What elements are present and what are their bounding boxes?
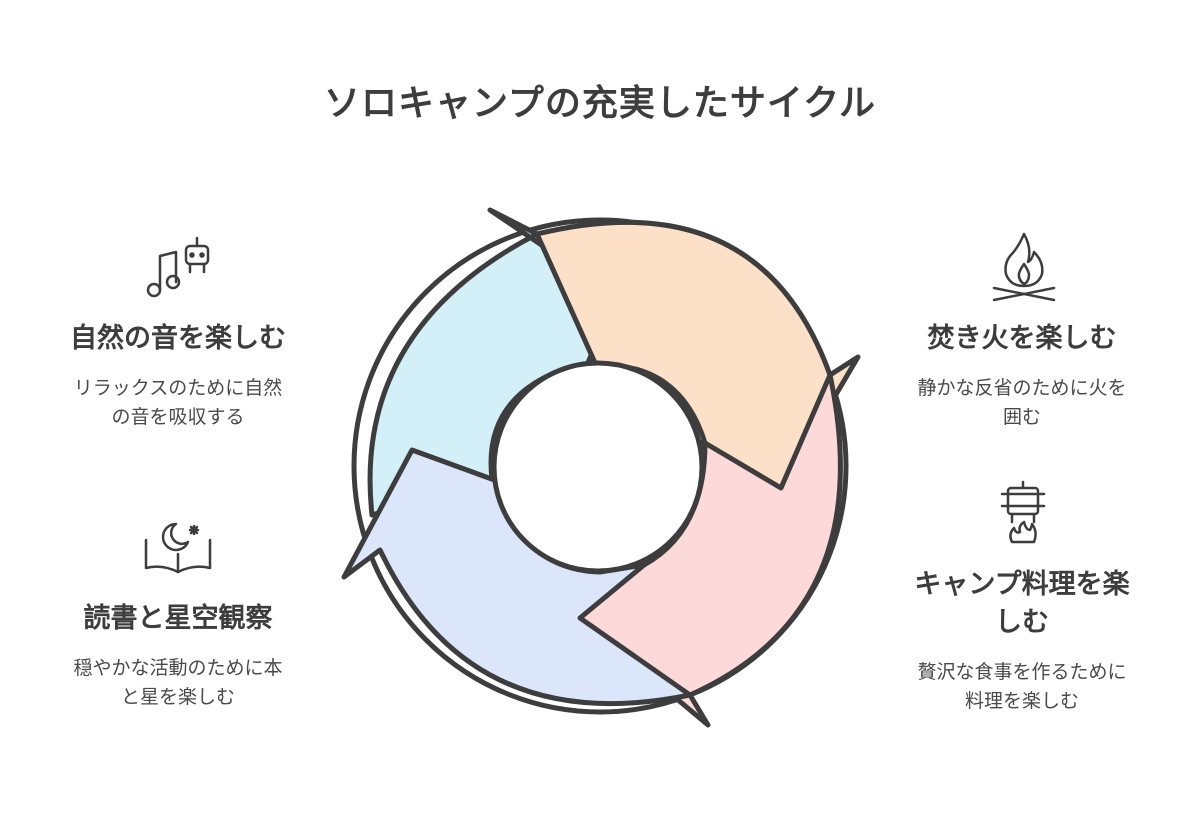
music-note-robot-icon [146, 236, 210, 298]
item-reading-stargazing: 読書と星空観察 穏やかな活動のために本と星を楽しむ [70, 522, 286, 712]
item-description: リラックスのために自然の音を吸収する [73, 377, 283, 428]
campfire-icon [992, 232, 1056, 302]
item-description: 贅沢な食事を作るために料理を楽しむ [917, 661, 1127, 712]
book-moon-star-icon [144, 522, 212, 574]
outer-ring [351, 217, 849, 715]
item-campfire: 焚き火を楽しむ 静かな反省のために火を囲む [912, 232, 1132, 432]
item-heading: 読書と星空観察 [83, 603, 273, 634]
item-heading: キャンプ料理を楽しむ [914, 569, 1130, 638]
item-heading: 焚き火を楽しむ [927, 323, 1117, 354]
cooking-pot-icon [1000, 480, 1046, 544]
item-description: 静かな反省のために火を囲む [917, 377, 1127, 428]
page-title: ソロキャンプの充実したサイクル [323, 83, 877, 124]
item-nature-sounds: 自然の音を楽しむ リラックスのために自然の音を吸収する [70, 236, 286, 432]
item-camp-cooking: キャンプ料理を楽しむ 贅沢な食事を作るために料理を楽しむ [912, 480, 1132, 716]
item-description: 穏やかな活動のために本と星を楽しむ [73, 657, 283, 708]
inner-hole [491, 360, 705, 574]
item-heading: 自然の音を楽しむ [70, 323, 286, 354]
